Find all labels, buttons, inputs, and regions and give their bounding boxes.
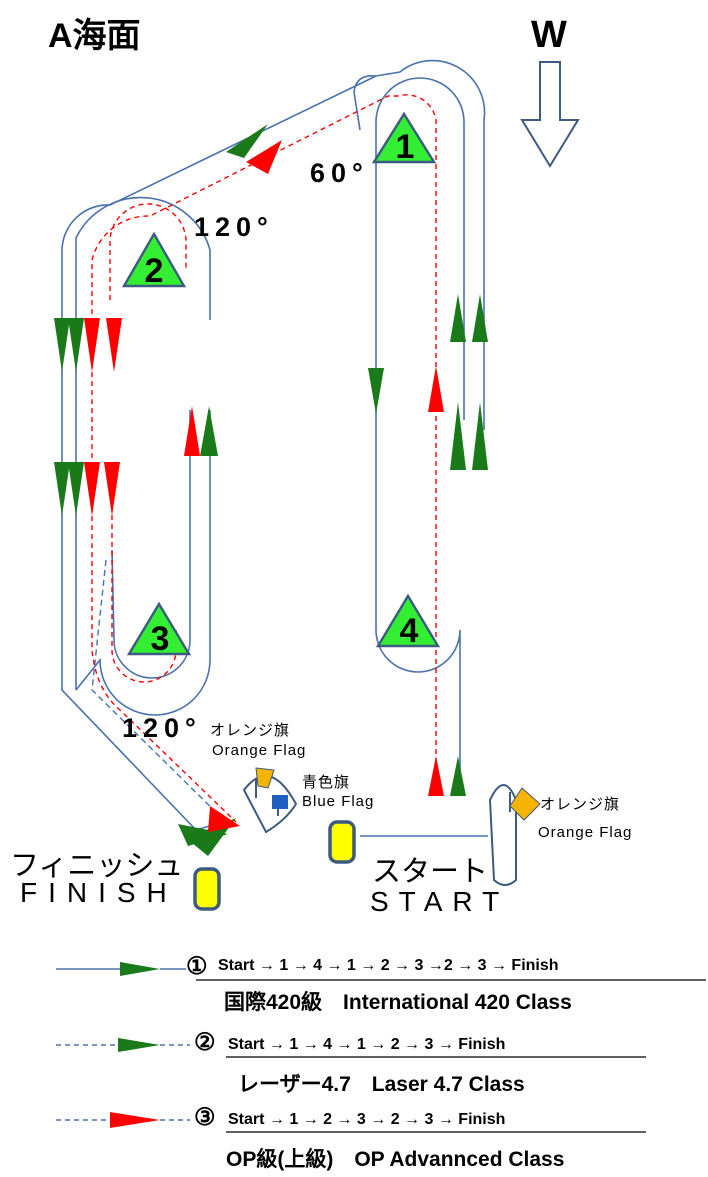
arrow-down-icon (84, 318, 100, 372)
arrow-down-icon (68, 462, 84, 516)
finish-flag-label-en: Orange Flag (212, 742, 307, 759)
route-line-mark4 (375, 370, 461, 775)
route-line-leg-1-2-outer (61, 75, 377, 831)
marks (121, 111, 441, 656)
finish-flag-label-ja: オレンジ旗 (210, 722, 291, 739)
legend-green-arrow-icon (120, 962, 160, 976)
red-arrows (84, 140, 444, 832)
route-line-laser-dashed (91, 559, 231, 827)
blue-flag-icon (272, 795, 288, 809)
legend-2-class: レーザー4.7 Laser 4.7 Class (238, 1073, 525, 1096)
start-label-ja: スタート (372, 856, 489, 888)
orange-flag-icon (255, 767, 275, 789)
green-arrows (54, 124, 488, 856)
arrow-down-icon (106, 318, 122, 372)
arrow-up-icon (200, 406, 218, 456)
mark-3-icon (126, 601, 192, 656)
mark-3-label: 3 (151, 620, 170, 658)
arrow-down-icon (368, 368, 384, 414)
wind-label: W (531, 14, 567, 56)
arrow-upwind-icon (226, 124, 268, 158)
blue-flag-label-ja: 青色旗 (302, 774, 351, 791)
mark-1-icon (371, 111, 437, 164)
arrow-finish-icon (208, 806, 240, 832)
arrow-down-icon (104, 462, 120, 516)
mark-1-label: 1 (396, 128, 415, 166)
mark-4-icon (375, 593, 441, 648)
arrow-up-icon (472, 402, 488, 470)
legend-symbols (56, 962, 706, 1133)
arrow-up-icon (450, 756, 466, 796)
arrow-up-icon (450, 294, 466, 342)
start-label-en: START (370, 886, 510, 917)
start-flag-label-ja: オレンジ旗 (540, 796, 621, 813)
route-line-mark1-outer (353, 59, 486, 430)
mark-2-label: 2 (145, 252, 164, 290)
buoys (193, 820, 356, 911)
route-line-mark1-inner (375, 77, 465, 420)
arrow-up-icon (472, 294, 488, 342)
angle-mark2: 120° (194, 212, 274, 242)
blue-flag-label-en: Blue Flag (302, 793, 375, 810)
angle-mark3: 120° (122, 713, 202, 743)
start-buoy-icon (328, 820, 356, 864)
arrow-down-icon (84, 462, 100, 516)
start-flag-label-en: Orange Flag (538, 824, 633, 841)
legend-3-number: ③ (194, 1104, 216, 1131)
finish-buoy-icon (193, 867, 221, 911)
finish-label-en: FINISH (20, 877, 178, 908)
legend-1-class: 国際420級 International 420 Class (224, 991, 572, 1014)
mark-2-icon (121, 231, 187, 288)
route-line-mark2-loop (75, 196, 211, 690)
start-committee-boat-icon (488, 784, 517, 886)
orange-flag-icon (509, 787, 541, 821)
legend-3-route: Start → 1 → 2 → 3 → 2 → 3 → Finish (228, 1111, 506, 1128)
mark-4-label: 4 (400, 612, 419, 650)
legend-3-class: OP級(上級) OP Advannced Class (226, 1148, 565, 1171)
legend-1-route: Start → 1 → 4 → 1 → 2 → 3 →2 → 3 → Finis… (218, 957, 559, 974)
arrow-up-icon (450, 402, 466, 470)
finish-label-ja: フィニッシュ (10, 850, 184, 882)
angle-mark1: 60° (310, 158, 369, 188)
finish-committee-boat-icon (242, 774, 298, 834)
legend-1-number: ① (186, 953, 208, 980)
page-title: A海面 (48, 17, 141, 55)
arrow-down-icon (54, 462, 70, 516)
wind-direction-arrow-icon (520, 61, 580, 168)
arrow-up-icon (428, 756, 444, 796)
arrow-up-icon (428, 366, 444, 412)
legend-2-route: Start → 1 → 4 → 1 → 2 → 3 → Finish (228, 1036, 506, 1053)
arrow-up-icon (184, 406, 200, 456)
legend-2-number: ② (194, 1029, 216, 1056)
route-line-op-red (91, 94, 437, 823)
arrow-down-icon (68, 318, 84, 372)
legend-red-arrow-icon (110, 1112, 160, 1128)
arrow-upwind-icon (246, 140, 282, 174)
legend-green-arrow-icon (118, 1038, 160, 1052)
route-line-mark3-outer (75, 410, 211, 716)
arrow-down-icon (54, 318, 70, 372)
